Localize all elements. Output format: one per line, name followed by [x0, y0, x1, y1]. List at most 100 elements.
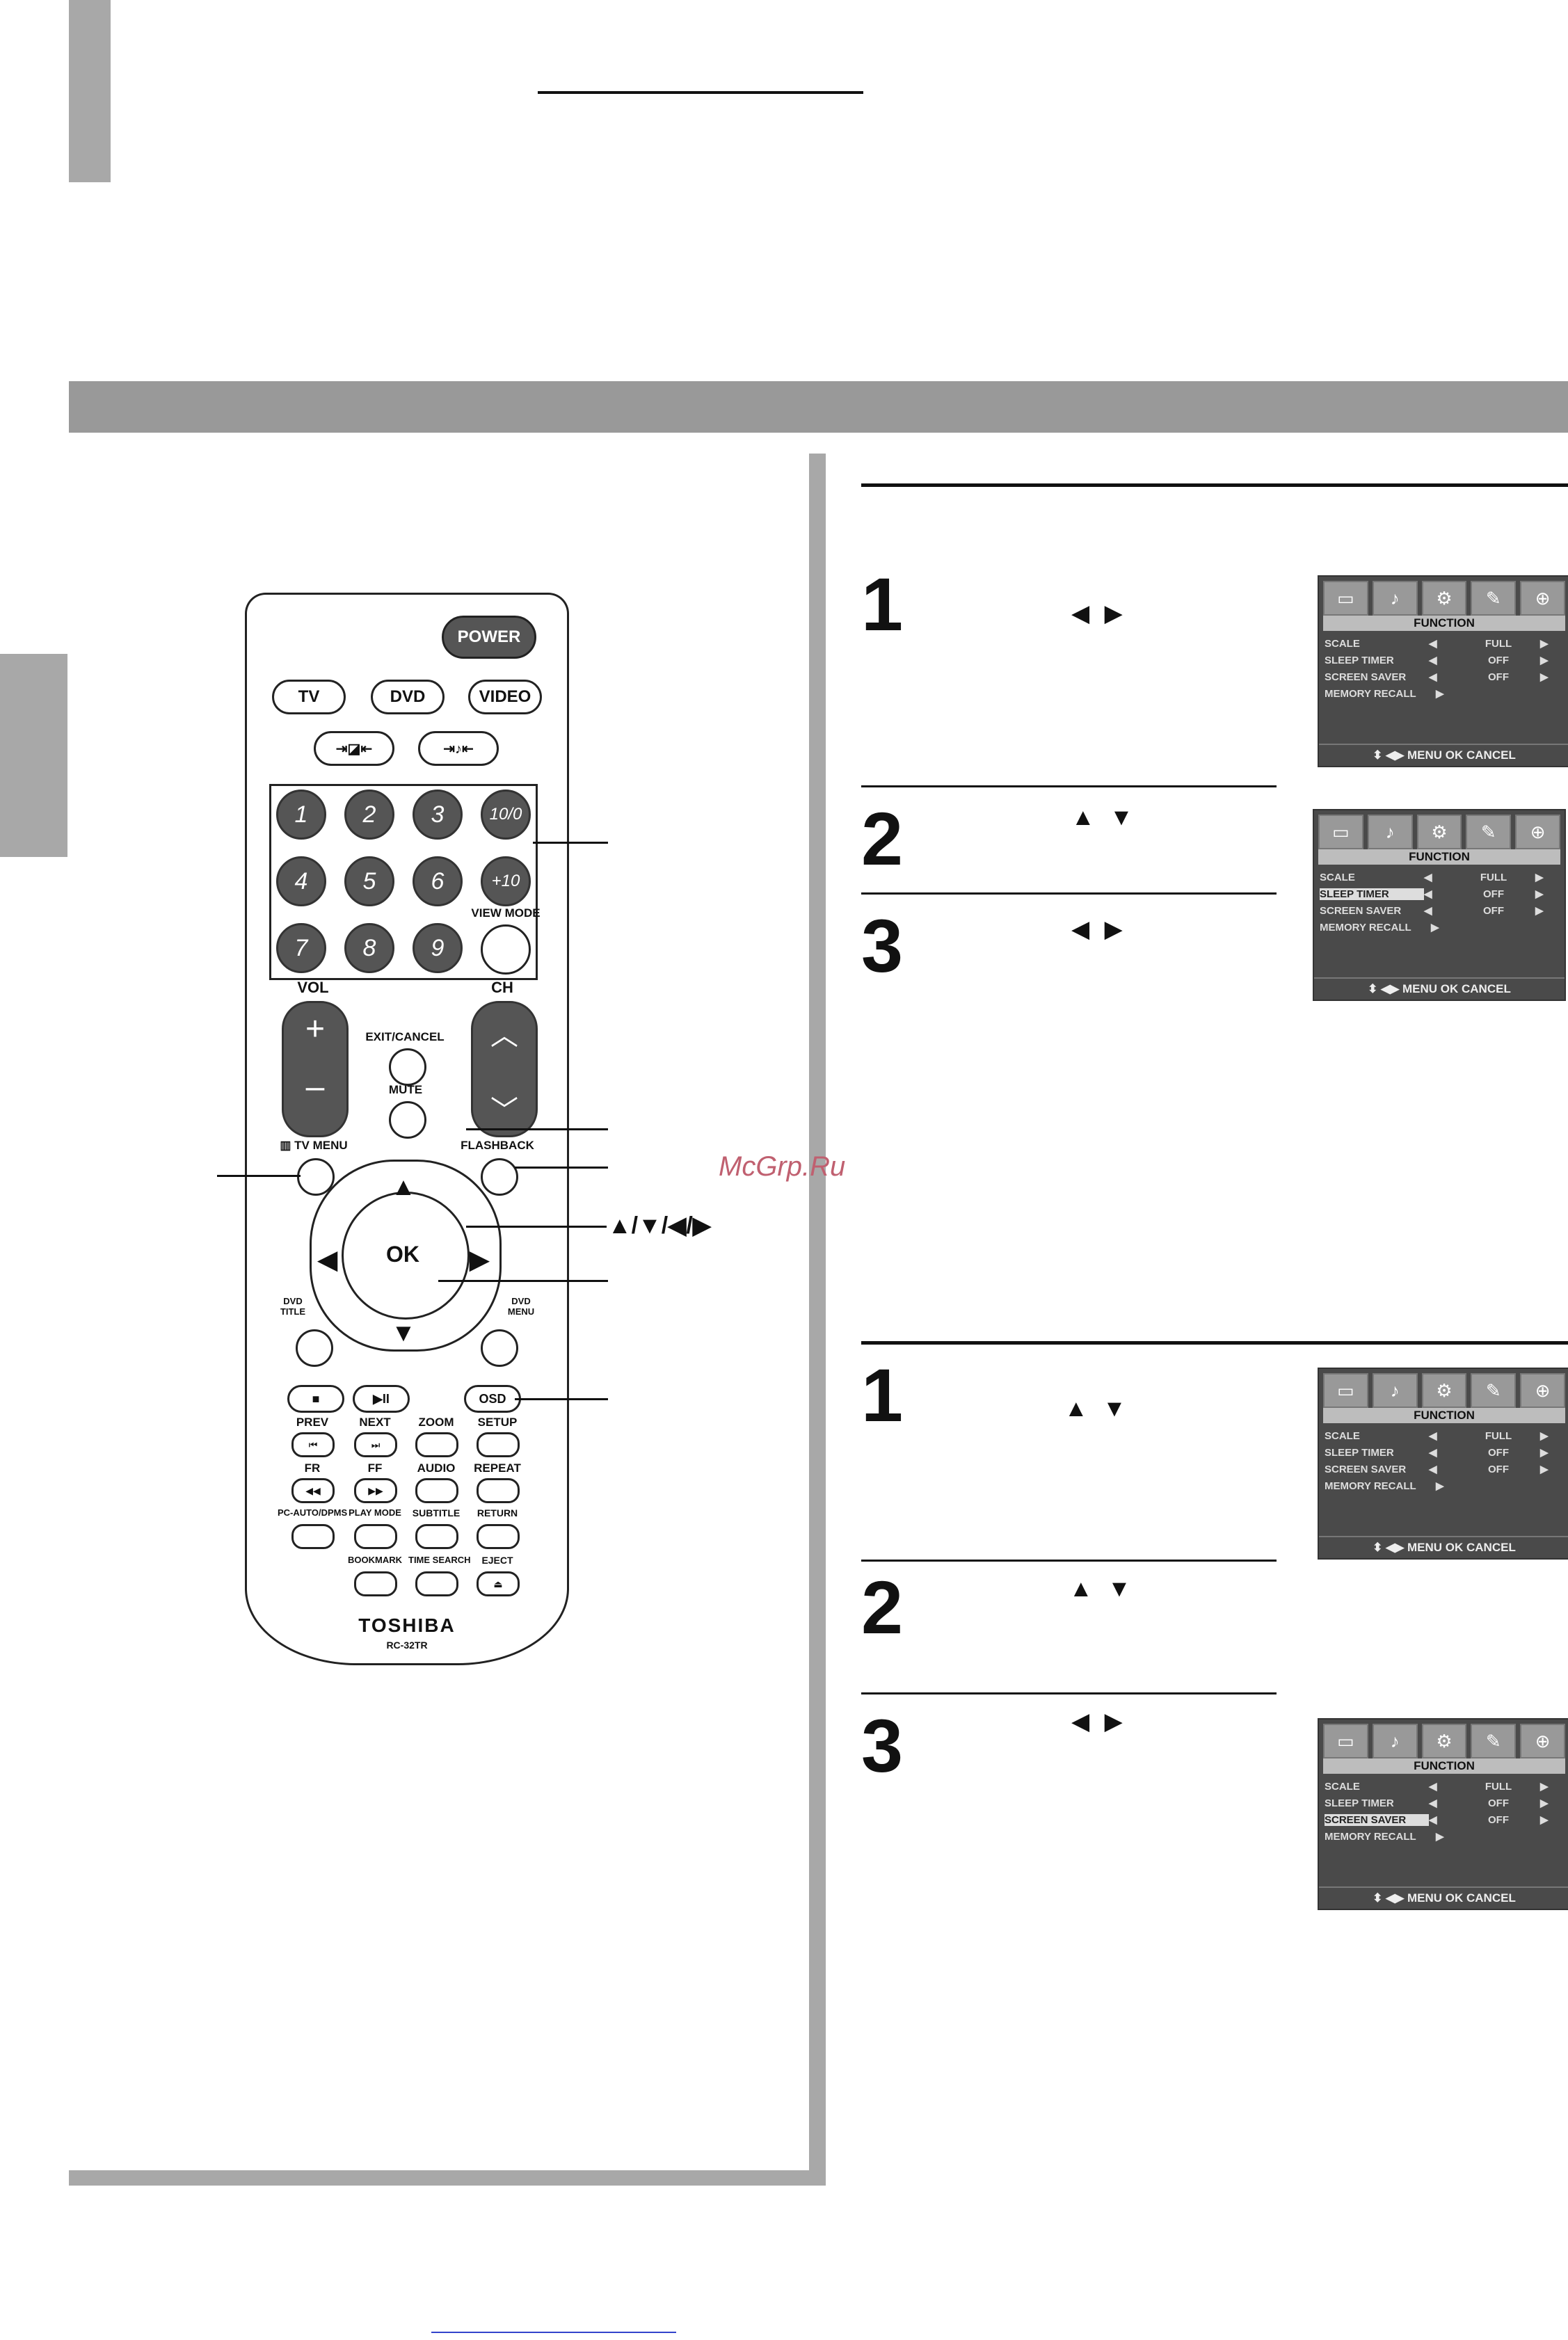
- picture-icon: ▭: [1323, 1724, 1368, 1758]
- flashback-button[interactable]: [481, 1158, 518, 1196]
- next-button[interactable]: ⏭: [354, 1432, 397, 1457]
- right-arrow-icon: ▶: [1436, 1480, 1444, 1492]
- left-arrow-icon: ◀: [1424, 888, 1432, 900]
- setup-label: SETUP: [477, 1416, 518, 1429]
- play-mode-button[interactable]: [354, 1524, 397, 1549]
- right-arrow-icon[interactable]: ▶: [470, 1245, 489, 1274]
- left-arrow-icon: ◀: [1429, 1781, 1437, 1793]
- osd-row-value: FULL: [1480, 871, 1507, 883]
- osd-row-name: SLEEP TIMER: [1325, 654, 1394, 666]
- pc-auto-button[interactable]: [291, 1524, 335, 1549]
- lock-icon: ⊕: [1515, 815, 1560, 849]
- osd-row-name: SLEEP TIMER: [1320, 888, 1424, 900]
- right-arrow-icon: ▶: [1540, 1464, 1549, 1475]
- time-search-button[interactable]: [415, 1571, 458, 1596]
- next-label: NEXT: [359, 1416, 391, 1429]
- play-pause-button[interactable]: ▶II: [353, 1385, 410, 1413]
- zoom-button[interactable]: [415, 1432, 458, 1457]
- mute-button[interactable]: [389, 1101, 426, 1139]
- number-key-1[interactable]: 1: [276, 790, 326, 840]
- exit-cancel-label: EXIT/CANCEL: [365, 1030, 445, 1043]
- dvd-title-button[interactable]: [296, 1329, 333, 1367]
- number-key-5[interactable]: 5: [344, 856, 394, 906]
- ok-button[interactable]: [342, 1192, 470, 1320]
- prev-button[interactable]: ⏮: [291, 1432, 335, 1457]
- channel-rocker[interactable]: ︿ ﹀: [471, 1001, 538, 1137]
- vol-label: VOL: [297, 979, 329, 996]
- repeat-button[interactable]: [477, 1478, 520, 1503]
- leader-ok: [438, 1280, 608, 1282]
- number-key-8[interactable]: 8: [344, 923, 394, 973]
- number-key-4[interactable]: 4: [276, 856, 326, 906]
- picture-mode-button[interactable]: ⇥◪⇤: [314, 731, 394, 766]
- bookmark-button[interactable]: [354, 1571, 397, 1596]
- dvd-menu-button[interactable]: [481, 1329, 518, 1367]
- osd-row-screen-saver: SCREEN SAVER◀OFF▶: [1325, 1461, 1564, 1477]
- number-key-9[interactable]: 9: [413, 923, 463, 973]
- audio-button[interactable]: [415, 1478, 458, 1503]
- ff-label: FF: [367, 1461, 383, 1475]
- stop-button[interactable]: ■: [287, 1385, 344, 1413]
- osd-row-value: FULL: [1485, 1780, 1512, 1793]
- audio-icon: ♪: [1372, 1724, 1418, 1758]
- osd-row-name: SCREEN SAVER: [1320, 904, 1402, 917]
- right-arrow-icon: ▶: [1535, 888, 1544, 900]
- setup-button[interactable]: [477, 1432, 520, 1457]
- return-button[interactable]: [477, 1524, 520, 1549]
- number-key-6[interactable]: 6: [413, 856, 463, 906]
- arrow-keys-label: ▲/▼/◀/▶: [608, 1212, 711, 1239]
- right-arrow-icon: ▶: [1540, 1814, 1549, 1826]
- power-button[interactable]: POWER: [442, 616, 536, 659]
- up-arrow-icon[interactable]: ▲: [391, 1172, 416, 1201]
- osd-row-value: OFF: [1483, 904, 1504, 917]
- video-button[interactable]: VIDEO: [468, 680, 542, 714]
- sound-mode-button[interactable]: ⇥♪⇤: [418, 731, 499, 766]
- osd-button[interactable]: OSD: [464, 1385, 521, 1413]
- view-mode-button[interactable]: [481, 924, 531, 975]
- leader-exit-cancel: [466, 1128, 608, 1130]
- osd-row-value: FULL: [1485, 637, 1512, 650]
- osd-row-name: MEMORY RECALL: [1325, 687, 1416, 700]
- left-arrow-icon[interactable]: ◀: [318, 1245, 337, 1274]
- tv-button[interactable]: TV: [272, 680, 346, 714]
- subtitle-button[interactable]: [415, 1524, 458, 1549]
- osd-footer: ⬍ ◀▶ MENU OK CANCEL: [1319, 744, 1568, 766]
- number-key-plus10[interactable]: +10: [481, 856, 531, 906]
- left-arrow-icon: ◀: [1424, 905, 1432, 917]
- ff-button[interactable]: ▶▶: [354, 1478, 397, 1503]
- dvd-button[interactable]: DVD: [371, 680, 445, 714]
- subtitle-label: SUBTITLE: [412, 1507, 461, 1518]
- section-1-step-2-arrows: ▲ ▼: [1071, 804, 1137, 831]
- repeat-label: REPEAT: [474, 1461, 521, 1475]
- osd-menu-screenshot-1: ▭ ♪ ⚙ ✎ ⊕ FUNCTION SCALE◀FULL▶ SLEEP TIM…: [1318, 575, 1568, 767]
- number-key-3[interactable]: 3: [413, 790, 463, 840]
- bookmark-label: BOOKMARK: [348, 1555, 402, 1565]
- osd-row-name: SCREEN SAVER: [1325, 1463, 1407, 1475]
- number-key-2[interactable]: 2: [344, 790, 394, 840]
- channel-up-icon: ︿: [490, 1020, 518, 1051]
- section-1-step-2-number: 2: [861, 796, 904, 881]
- left-arrow-icon: ◀: [1429, 1797, 1437, 1809]
- exit-cancel-button[interactable]: [389, 1048, 426, 1086]
- number-key-7[interactable]: 7: [276, 923, 326, 973]
- lock-icon: ⊕: [1520, 1724, 1565, 1758]
- leader-arrows: [466, 1226, 607, 1228]
- lock-icon: ⊕: [1520, 581, 1565, 616]
- ch-label: CH: [491, 979, 513, 996]
- fr-button[interactable]: ◀◀: [291, 1478, 335, 1503]
- left-arrow-icon: ◀: [1429, 1814, 1437, 1826]
- osd-menu-screenshot-2: ▭ ♪ ⚙ ✎ ⊕ FUNCTION SCALE◀FULL▶ SLEEP TIM…: [1313, 809, 1566, 1001]
- down-arrow-icon[interactable]: ▼: [391, 1318, 416, 1347]
- osd-row-name: SLEEP TIMER: [1325, 1446, 1394, 1459]
- section-2-rule: [861, 1341, 1568, 1345]
- section-1-step-1-arrows: ◀ ▶: [1071, 600, 1127, 627]
- ok-label: OK: [386, 1242, 419, 1267]
- volume-rocker[interactable]: + –: [282, 1001, 349, 1137]
- model-label: RC-32TR: [386, 1640, 428, 1651]
- eject-button[interactable]: ⏏: [477, 1571, 520, 1596]
- setup-icon: ✎: [1471, 1724, 1517, 1758]
- remote-control: POWER TV DVD VIDEO ⇥◪⇤ ⇥♪⇤ 1 2 3 10/0 4 …: [245, 593, 569, 1665]
- volume-down-icon: –: [305, 1068, 325, 1105]
- number-key-10-0[interactable]: 10/0: [481, 790, 531, 840]
- osd-row-name: SCALE: [1325, 637, 1360, 650]
